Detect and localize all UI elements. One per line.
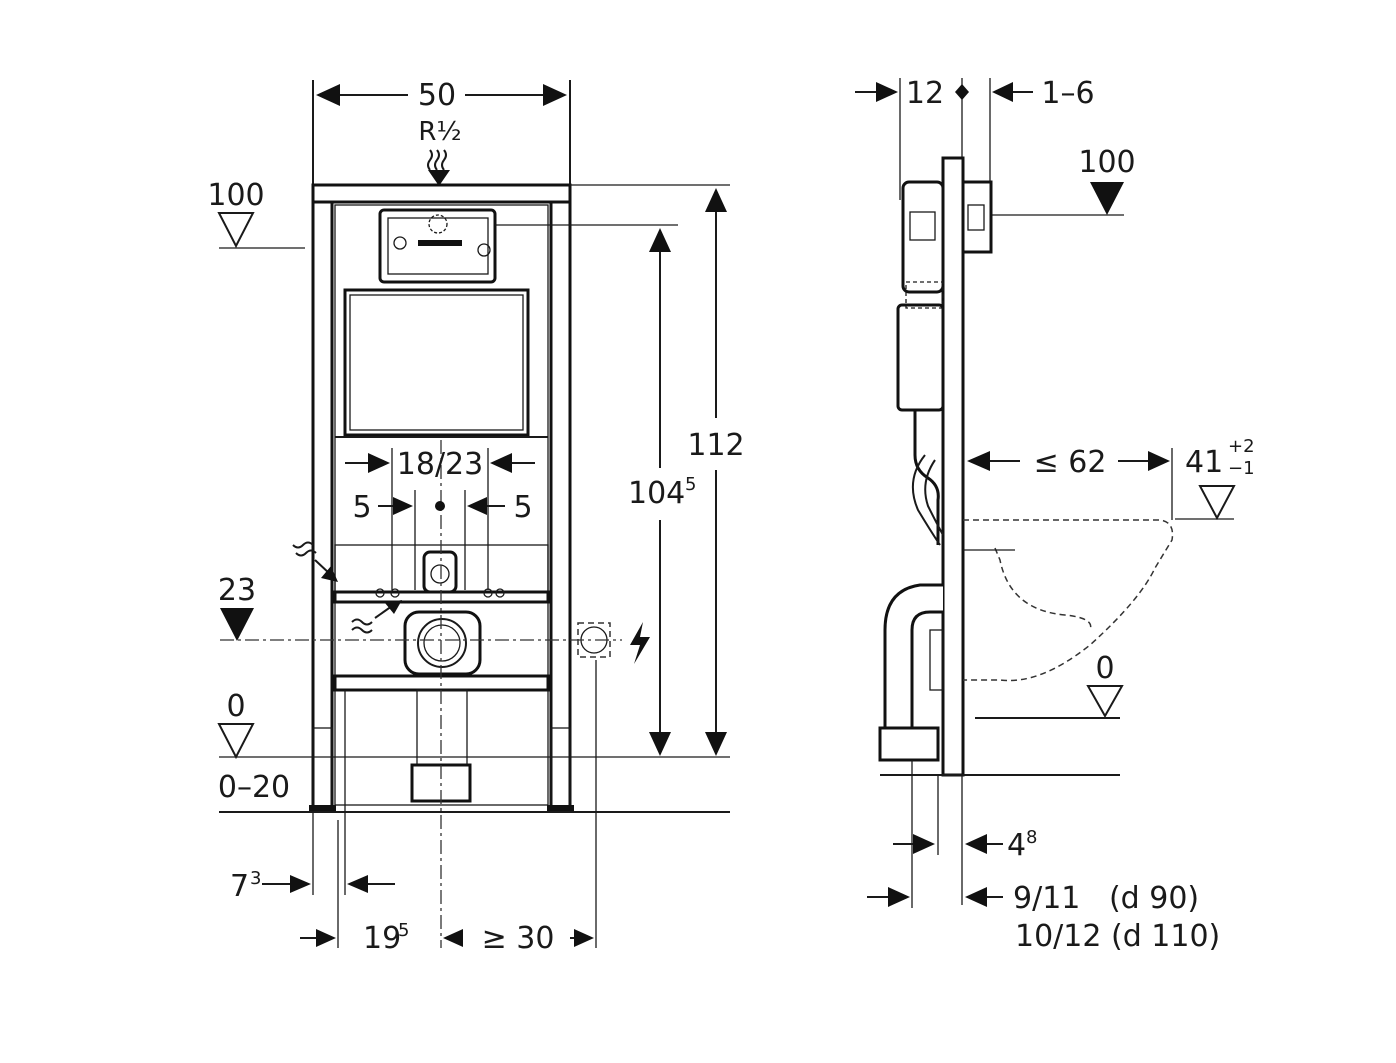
foot-offset-label: 7 [230, 869, 249, 904]
width-label: 50 [418, 78, 456, 113]
projection-label: ≤ 62 [1034, 445, 1107, 480]
bolt-distance-label: 18/23 [397, 447, 483, 482]
wall-gap-label: 1–6 [1041, 76, 1094, 111]
water-inlet-label: R½ [418, 117, 461, 147]
offset-right-label: 5 [513, 490, 532, 525]
side-level-100-label: 100 [1078, 145, 1135, 180]
level-100-label: 100 [207, 178, 264, 213]
level-23-label: 23 [218, 573, 256, 608]
pipe-offset-label: 19 [363, 921, 401, 956]
pipe-gap-label: 4 [1007, 828, 1026, 863]
electrical-icon [630, 622, 650, 664]
min-distance-label: ≥ 30 [482, 921, 555, 956]
bowl-tol-minus: −1 [1228, 458, 1255, 479]
side-level-0-label: 0 [1095, 651, 1114, 686]
pipe-offset-sup: 5 [398, 920, 409, 941]
pipe-d110-label: 10/12 (d 110) [1015, 919, 1220, 954]
depth-top-label: 12 [906, 76, 944, 111]
height-total-label: 112 [687, 428, 744, 463]
side-view: 12 1–6 100 [855, 76, 1255, 954]
level-0-label: 0 [226, 689, 245, 724]
pipe-gap-sup: 8 [1026, 827, 1037, 848]
height-flush-sup: 5 [685, 474, 696, 495]
floor-range-label: 0–20 [218, 770, 290, 805]
foot-offset-sup: 3 [250, 868, 261, 889]
water-wave-icon [427, 149, 447, 171]
bowl-height-label: 41 [1185, 445, 1223, 480]
height-flush-label: 104 [628, 476, 685, 511]
offset-left-label: 5 [352, 490, 371, 525]
front-view: 50 R½ [207, 78, 744, 956]
pipe-d90-label: 9/11 (d 90) [1013, 881, 1199, 916]
bowl-tol-plus: +2 [1228, 436, 1255, 457]
